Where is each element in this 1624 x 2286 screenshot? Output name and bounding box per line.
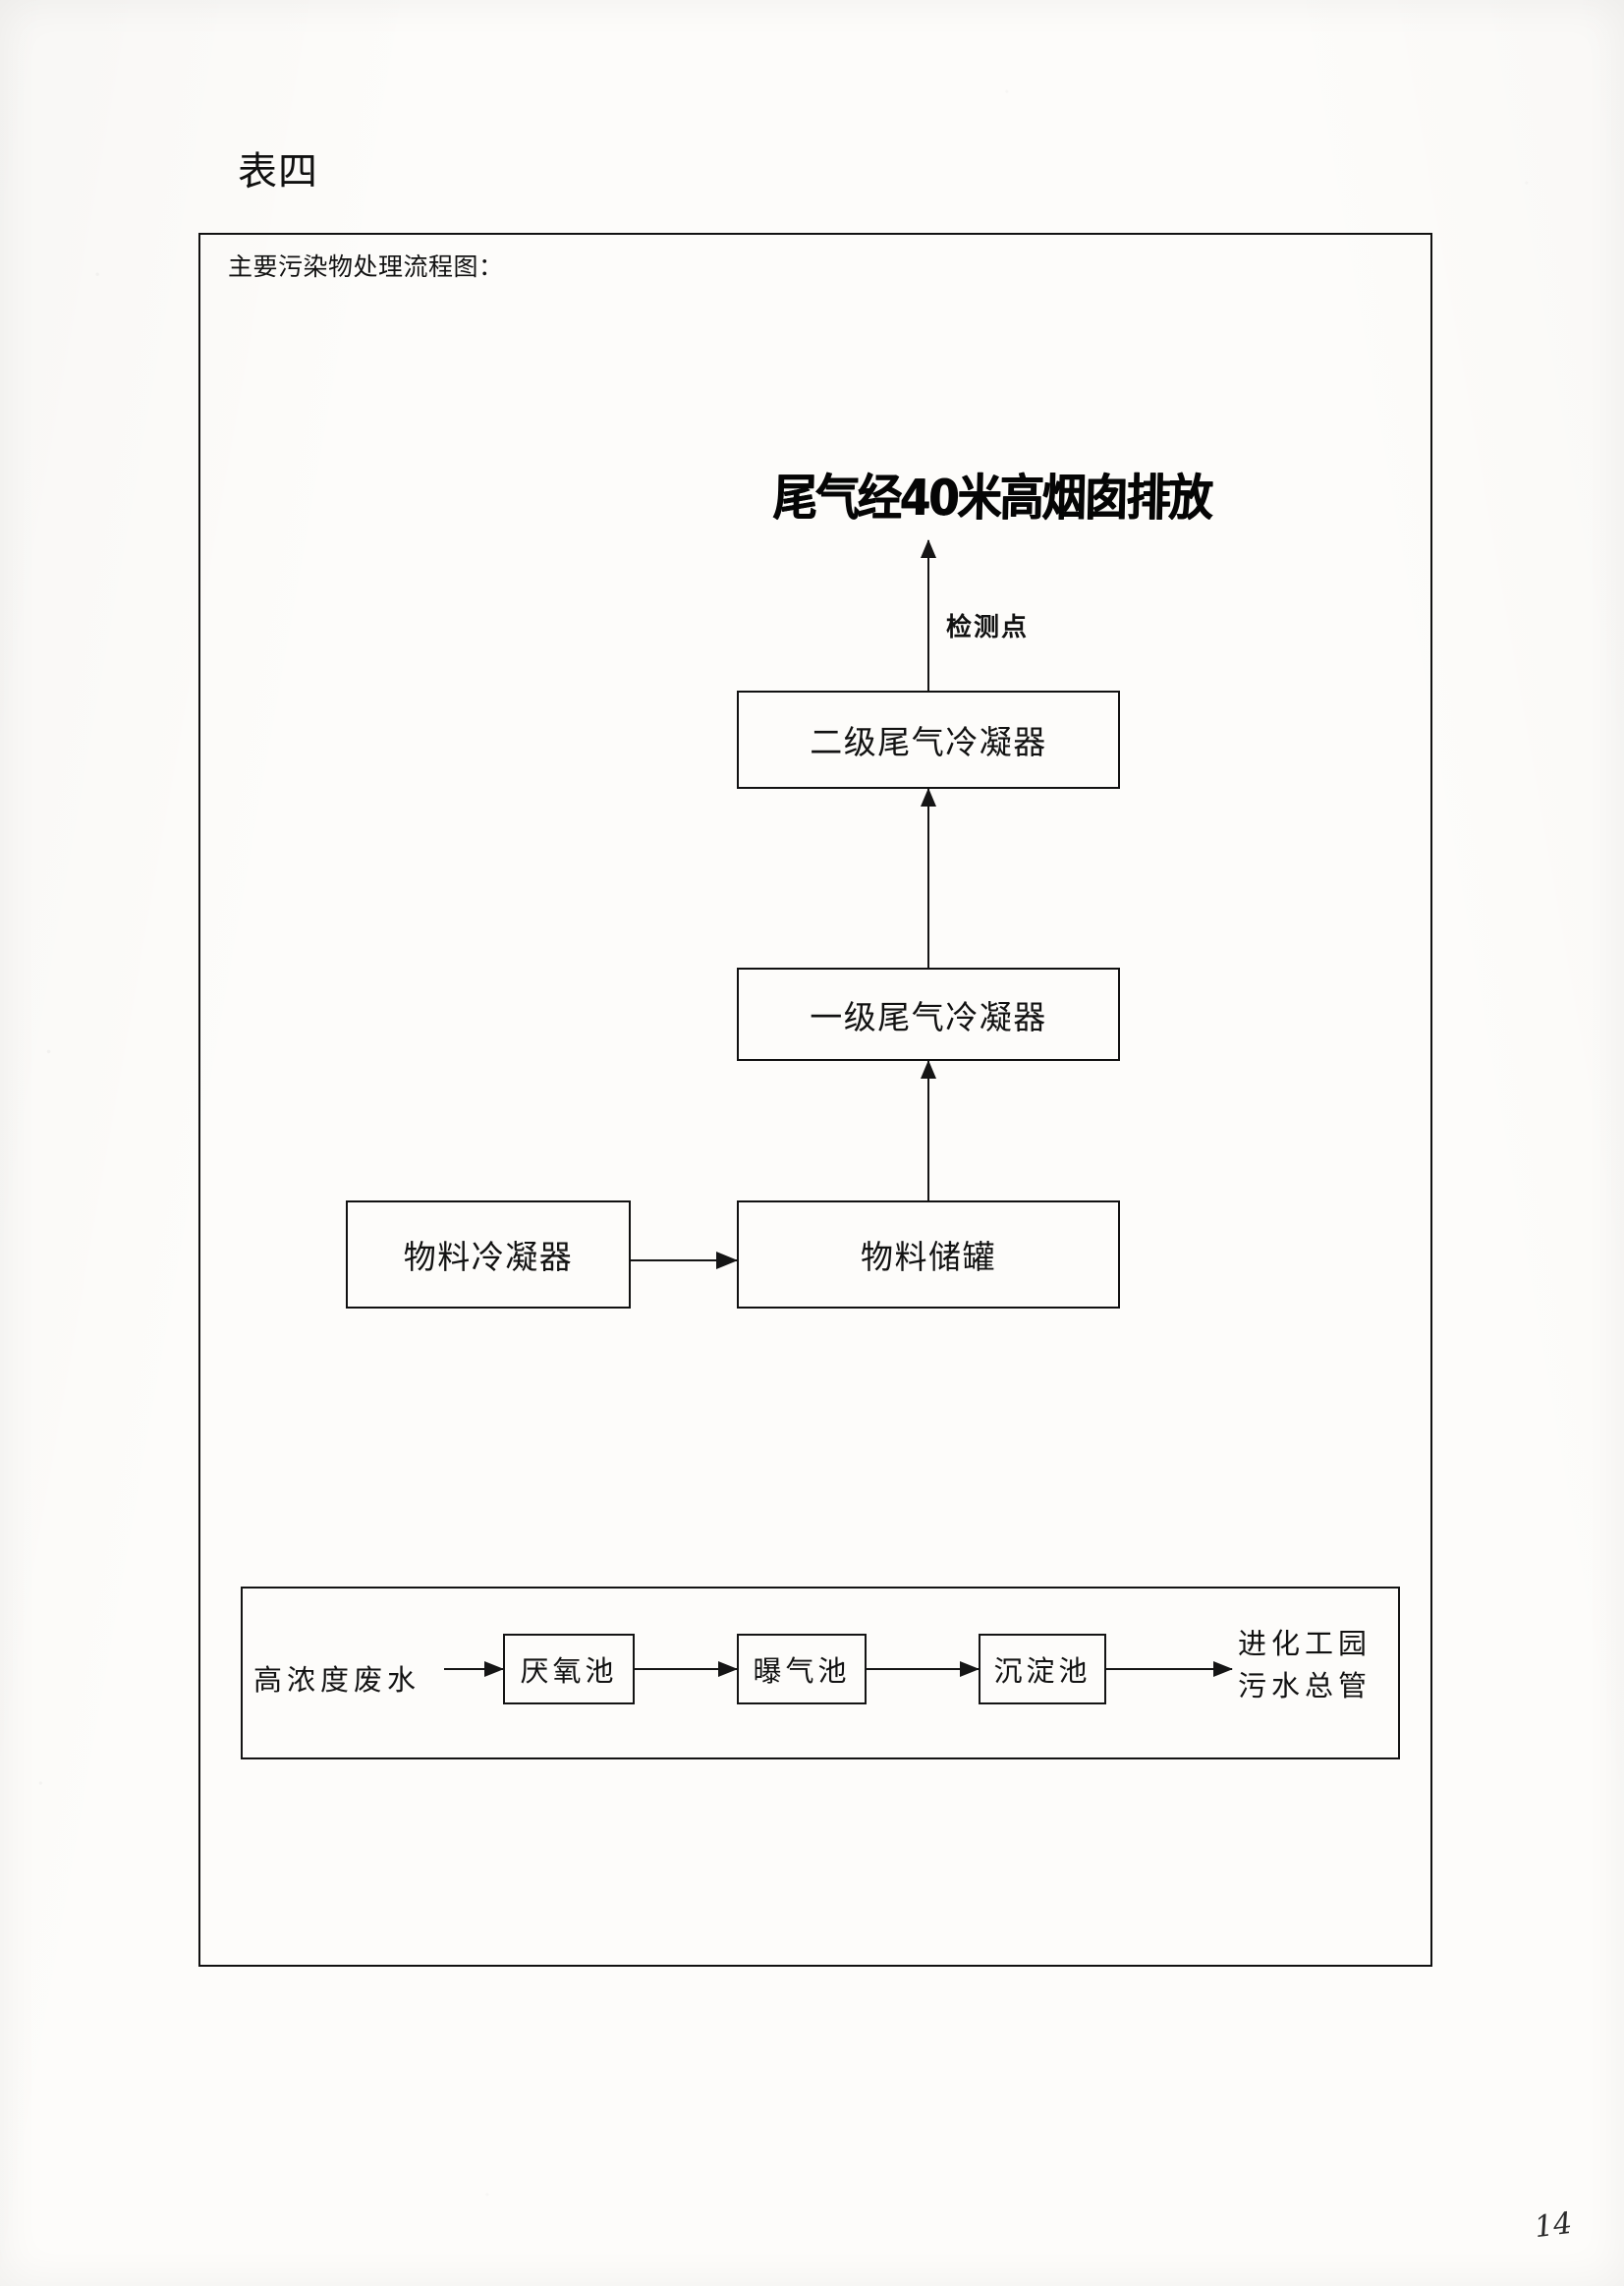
wastewater-outlet-line-2: 污水总管 [1238,1668,1372,1702]
main-content-frame [198,233,1432,1967]
wastewater-outlet-line-1: 进化工园 [1238,1627,1372,1660]
process-box-anaerobic-tank: 厌氧池 [503,1634,635,1704]
arrow-material-condenser-to-storage-tank [631,1259,737,1261]
process-box-primary-condenser: 一级尾气冷凝器 [737,968,1120,1061]
arrow-aeration-to-settling-tank [867,1668,979,1670]
process-box-label: 物料冷凝器 [403,1238,574,1276]
arrow-settling-tank-to-outlet [1106,1668,1232,1670]
arrow-to-stack [927,540,929,691]
page-title: 表四 [238,149,318,195]
arrow-influent-to-anaerobic-tank [444,1668,503,1670]
process-box-label: 物料储罐 [861,1238,996,1276]
process-box-label: 厌氧池 [520,1654,618,1688]
process-box-label: 二级尾气冷凝器 [810,723,1047,761]
process-box-material-condenser: 物料冷凝器 [346,1200,631,1309]
arrow-primary-to-secondary-condenser [927,789,929,968]
arrow-anaerobic-to-aeration-tank [635,1668,737,1670]
arrow-storage-tank-to-primary-condenser [927,1061,929,1200]
process-box-label: 沉淀池 [993,1654,1092,1688]
process-box-settling-tank: 沉淀池 [979,1634,1106,1704]
wastewater-outlet-label: 进化工园 污水总管 [1238,1623,1372,1707]
flowchart-caption: 主要污染物处理流程图： [228,252,504,281]
process-box-secondary-condenser: 二级尾气冷凝器 [737,691,1120,789]
process-box-label: 一级尾气冷凝器 [810,997,1047,1036]
process-box-material-storage-tank: 物料储罐 [737,1200,1120,1309]
stack-discharge-headline: 尾气经40米高烟囱排放 [772,469,1212,528]
wastewater-section-frame [241,1587,1400,1759]
wastewater-influent-label: 高浓度废水 [253,1663,421,1697]
process-box-aeration-tank: 曝气池 [737,1634,867,1704]
handwritten-page-number: 14 [1533,2205,1575,2246]
detection-point-label: 检测点 [946,613,1030,642]
process-box-label: 曝气池 [753,1654,851,1688]
